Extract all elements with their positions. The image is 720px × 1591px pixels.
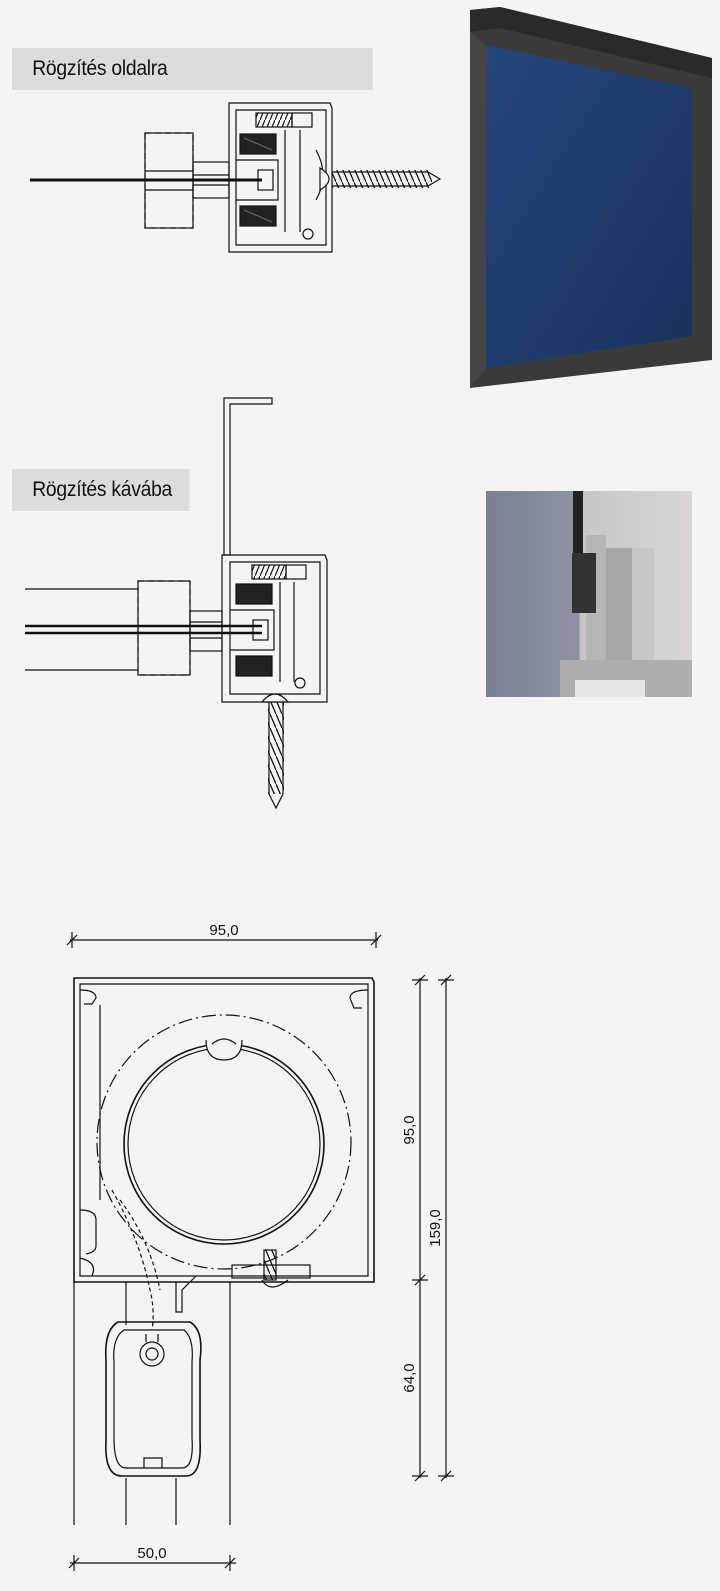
dimension-rail-width: 50,0 [137, 1545, 166, 1562]
reveal-mounting-label: Rögzítés kávába [12, 469, 190, 511]
side-mounting-label: Rögzítés oldalra [12, 48, 373, 90]
dimension-box-width: 95,0 [209, 922, 238, 939]
reveal-mounting-drawing [25, 397, 328, 810]
dimension-box-height: 95,0 [401, 1115, 418, 1144]
product-photo-rail-detail [486, 491, 692, 697]
product-photo-screen [470, 7, 712, 388]
reveal-mounting-text: Rögzítés kávába [32, 478, 173, 501]
side-mounting-text: Rögzítés oldalra [32, 57, 168, 80]
cassette-section-drawing [66, 932, 454, 1571]
dimension-rail-height: 64,0 [401, 1363, 418, 1392]
side-mounting-drawing [30, 102, 442, 253]
dimension-total-height: 159,0 [427, 1209, 444, 1247]
